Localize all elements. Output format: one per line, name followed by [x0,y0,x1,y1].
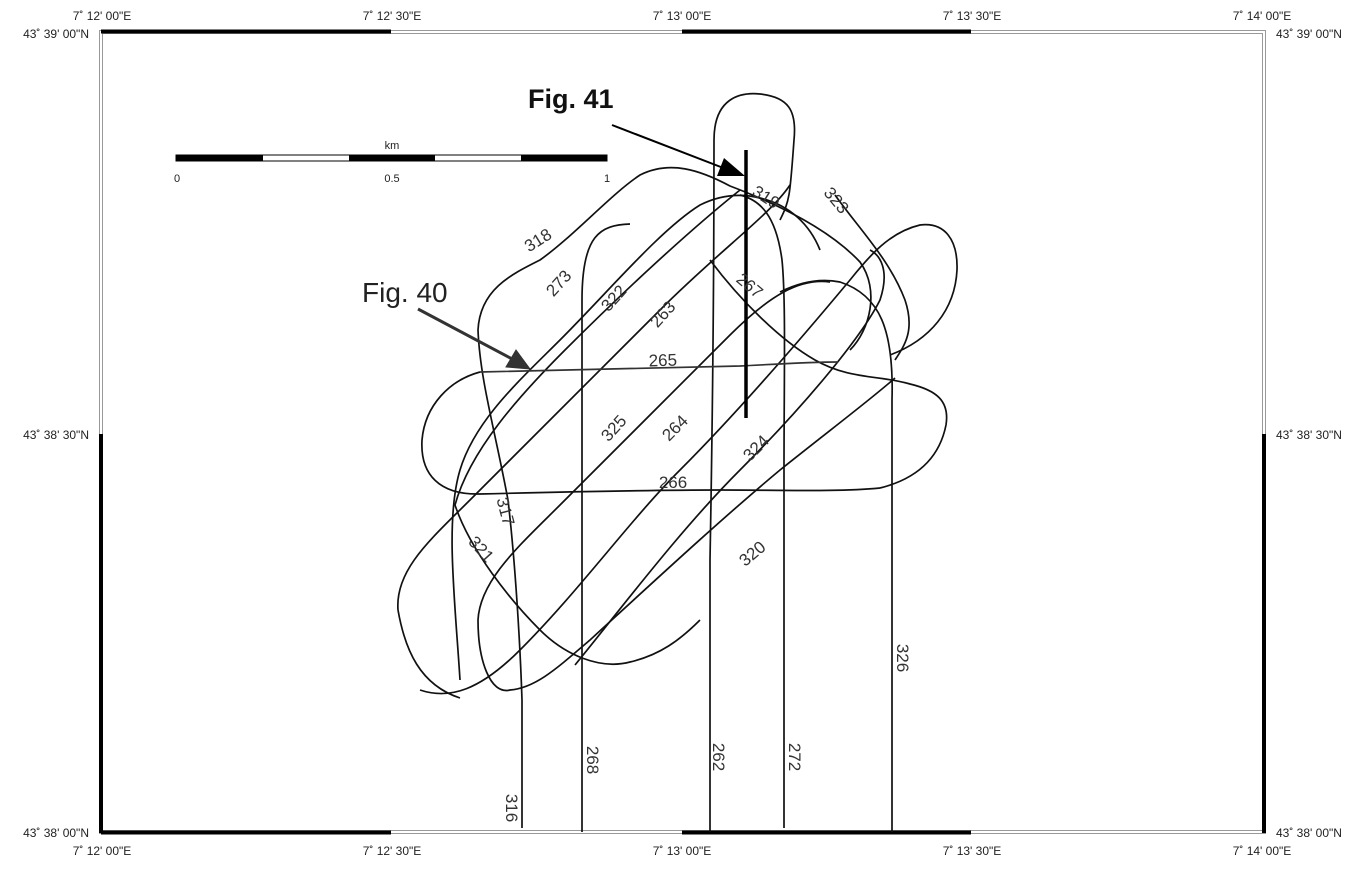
survey-tracks [397,92,958,832]
scale-tick: 0 [174,173,180,185]
track-line-316 [477,329,523,828]
scale-tick: 1 [604,173,610,185]
track-line-265-loop [421,371,481,495]
track-line-324 [477,280,831,621]
lon-label: 7˚ 12' 30"E [363,844,422,858]
track-line-263 [397,184,791,611]
lon-label: 7˚ 14' 00"E [1233,844,1292,858]
fig41-label: Fig. 41 [528,84,614,114]
track-line-273 [454,189,741,506]
track-label: 265 [648,351,677,371]
track-line-268 [581,223,631,832]
lon-label: 7˚ 13' 30"E [943,844,1002,858]
track-line-267 [709,259,948,489]
track-number-labels: 318 273 322 263 319 323 267 265 325 264 … [465,182,912,822]
track-line-265 [479,361,839,373]
track-label: 318 [521,225,555,256]
lat-label: 43˚ 38' 30"N [1276,428,1342,442]
latitude-labels-left: 43˚ 39' 00"N 43˚ 38' 30"N 43˚ 38' 00"N [23,27,89,840]
fig40-arrow-head [505,349,532,370]
track-line-320 [477,377,896,692]
track-label: 272 [785,743,804,771]
track-line-272 [739,194,786,828]
fig40-label: Fig. 40 [362,277,448,308]
track-label: 267 [733,269,767,302]
fig40-arrow-shaft [417,307,515,362]
figure-annotations: Fig. 41 Fig. 40 [362,84,745,370]
fig41-arrow-shaft [611,124,727,170]
track-label: 326 [893,644,912,672]
lat-label: 43˚ 39' 00"N [23,27,89,41]
track-label: 266 [659,473,687,492]
longitude-labels-bottom: 7˚ 12' 00"E 7˚ 12' 30"E 7˚ 13' 00"E 7˚ 1… [73,844,1292,858]
track-line-317 [451,194,821,681]
lon-label: 7˚ 14' 00"E [1233,9,1292,23]
track-line-266 [479,487,881,495]
latitude-labels-right: 43˚ 39' 00"N 43˚ 38' 30"N 43˚ 38' 00"N [1276,27,1342,840]
scale-bar: km 0 0.5 1 [174,140,610,185]
lon-label: 7˚ 12' 30"E [363,9,422,23]
scale-tick: 0.5 [384,173,399,185]
track-line-321 [454,504,701,666]
scale-unit: km [385,140,400,152]
track-label: 317 [492,495,518,527]
lon-label: 7˚ 13' 00"E [653,9,712,23]
track-line-318 [477,166,872,351]
lon-label: 7˚ 13' 30"E [943,9,1002,23]
lon-label: 7˚ 12' 00"E [73,844,132,858]
track-line-325 [419,223,958,695]
lat-label: 43˚ 38' 00"N [23,826,89,840]
longitude-labels-top: 7˚ 12' 00"E 7˚ 12' 30"E 7˚ 13' 00"E 7˚ 1… [73,9,1292,23]
track-label: 324 [739,431,772,464]
track-label: 316 [502,794,521,822]
track-label: 263 [646,297,679,331]
track-label: 264 [658,411,691,444]
track-label: 320 [735,537,769,570]
map-frame [99,29,1266,835]
track-line-323 [834,194,910,361]
track-line-322 [574,249,885,666]
track-label: 322 [597,281,630,315]
track-line-262 [709,92,796,832]
lon-label: 7˚ 12' 00"E [73,9,132,23]
lat-label: 43˚ 39' 00"N [1276,27,1342,41]
lon-label: 7˚ 13' 00"E [653,844,712,858]
lat-label: 43˚ 38' 00"N [1276,826,1342,840]
fig41-arrow-head [717,158,745,176]
track-label: 319 [749,182,783,213]
track-label: 273 [542,266,575,300]
track-line-264 [397,609,461,699]
track-label: 268 [583,746,602,774]
track-label: 262 [709,743,728,771]
lat-label: 43˚ 38' 30"N [23,428,89,442]
